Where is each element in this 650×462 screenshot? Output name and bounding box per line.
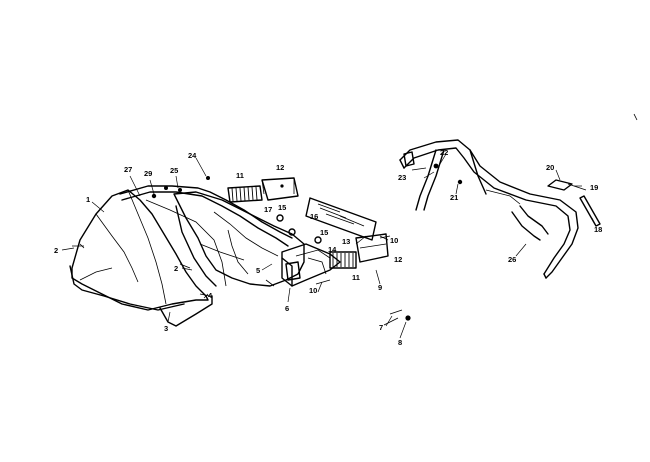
callout-15a: 15 <box>278 203 286 212</box>
callout-21: 21 <box>450 193 458 202</box>
side-rail <box>119 185 293 287</box>
grille-upper <box>227 185 263 203</box>
callout-26: 26 <box>508 255 516 264</box>
callout-15b: 15 <box>320 228 328 237</box>
callout-11b: 11 <box>352 273 360 282</box>
callout-16: 16 <box>310 212 318 221</box>
leader-lines <box>61 153 597 339</box>
callout-22: 22 <box>440 148 448 157</box>
callout-14: 14 <box>328 245 337 254</box>
callout-23: 23 <box>398 173 406 182</box>
callout-11a: 11 <box>236 171 244 180</box>
callout-12b: 12 <box>394 255 402 264</box>
callout-18: 18 <box>594 225 602 234</box>
callout-19: 19 <box>590 183 598 192</box>
callout-25: 25 <box>170 166 178 175</box>
callout-10b: 10 <box>309 286 317 295</box>
callout-17: 17 <box>264 205 272 214</box>
callout-20: 20 <box>546 163 554 172</box>
hood-shell <box>69 189 213 327</box>
callout-1: 1 <box>86 195 90 204</box>
callout-27: 27 <box>124 165 132 174</box>
callout-12a: 12 <box>276 163 284 172</box>
callout-9: 9 <box>378 283 382 292</box>
callout-24: 24 <box>188 151 197 160</box>
plate-13 <box>305 197 377 241</box>
callout-8: 8 <box>398 338 402 347</box>
end-bracket <box>547 179 601 227</box>
callout-29: 29 <box>144 169 152 178</box>
callout-3: 3 <box>164 324 168 333</box>
bracket-lower <box>355 233 389 263</box>
bracket-upper <box>261 177 299 201</box>
front-box <box>281 243 341 287</box>
callout-10a: 10 <box>390 236 398 245</box>
rear-bumper <box>399 139 579 279</box>
bumper-hardware <box>411 113 638 185</box>
callout-13: 13 <box>342 237 350 246</box>
callout-7: 7 <box>379 323 383 332</box>
callout-6: 6 <box>285 304 289 313</box>
callout-4: 4 <box>208 291 213 300</box>
callout-5: 5 <box>256 266 260 275</box>
callout-2a: 2 <box>54 246 58 255</box>
callout-2b: 2 <box>174 264 178 273</box>
grille-lower <box>329 251 357 269</box>
callout-labels: 1 2 2 3 4 5 6 7 8 9 10 10 11 11 12 12 13… <box>54 148 602 347</box>
hardware <box>72 176 411 326</box>
